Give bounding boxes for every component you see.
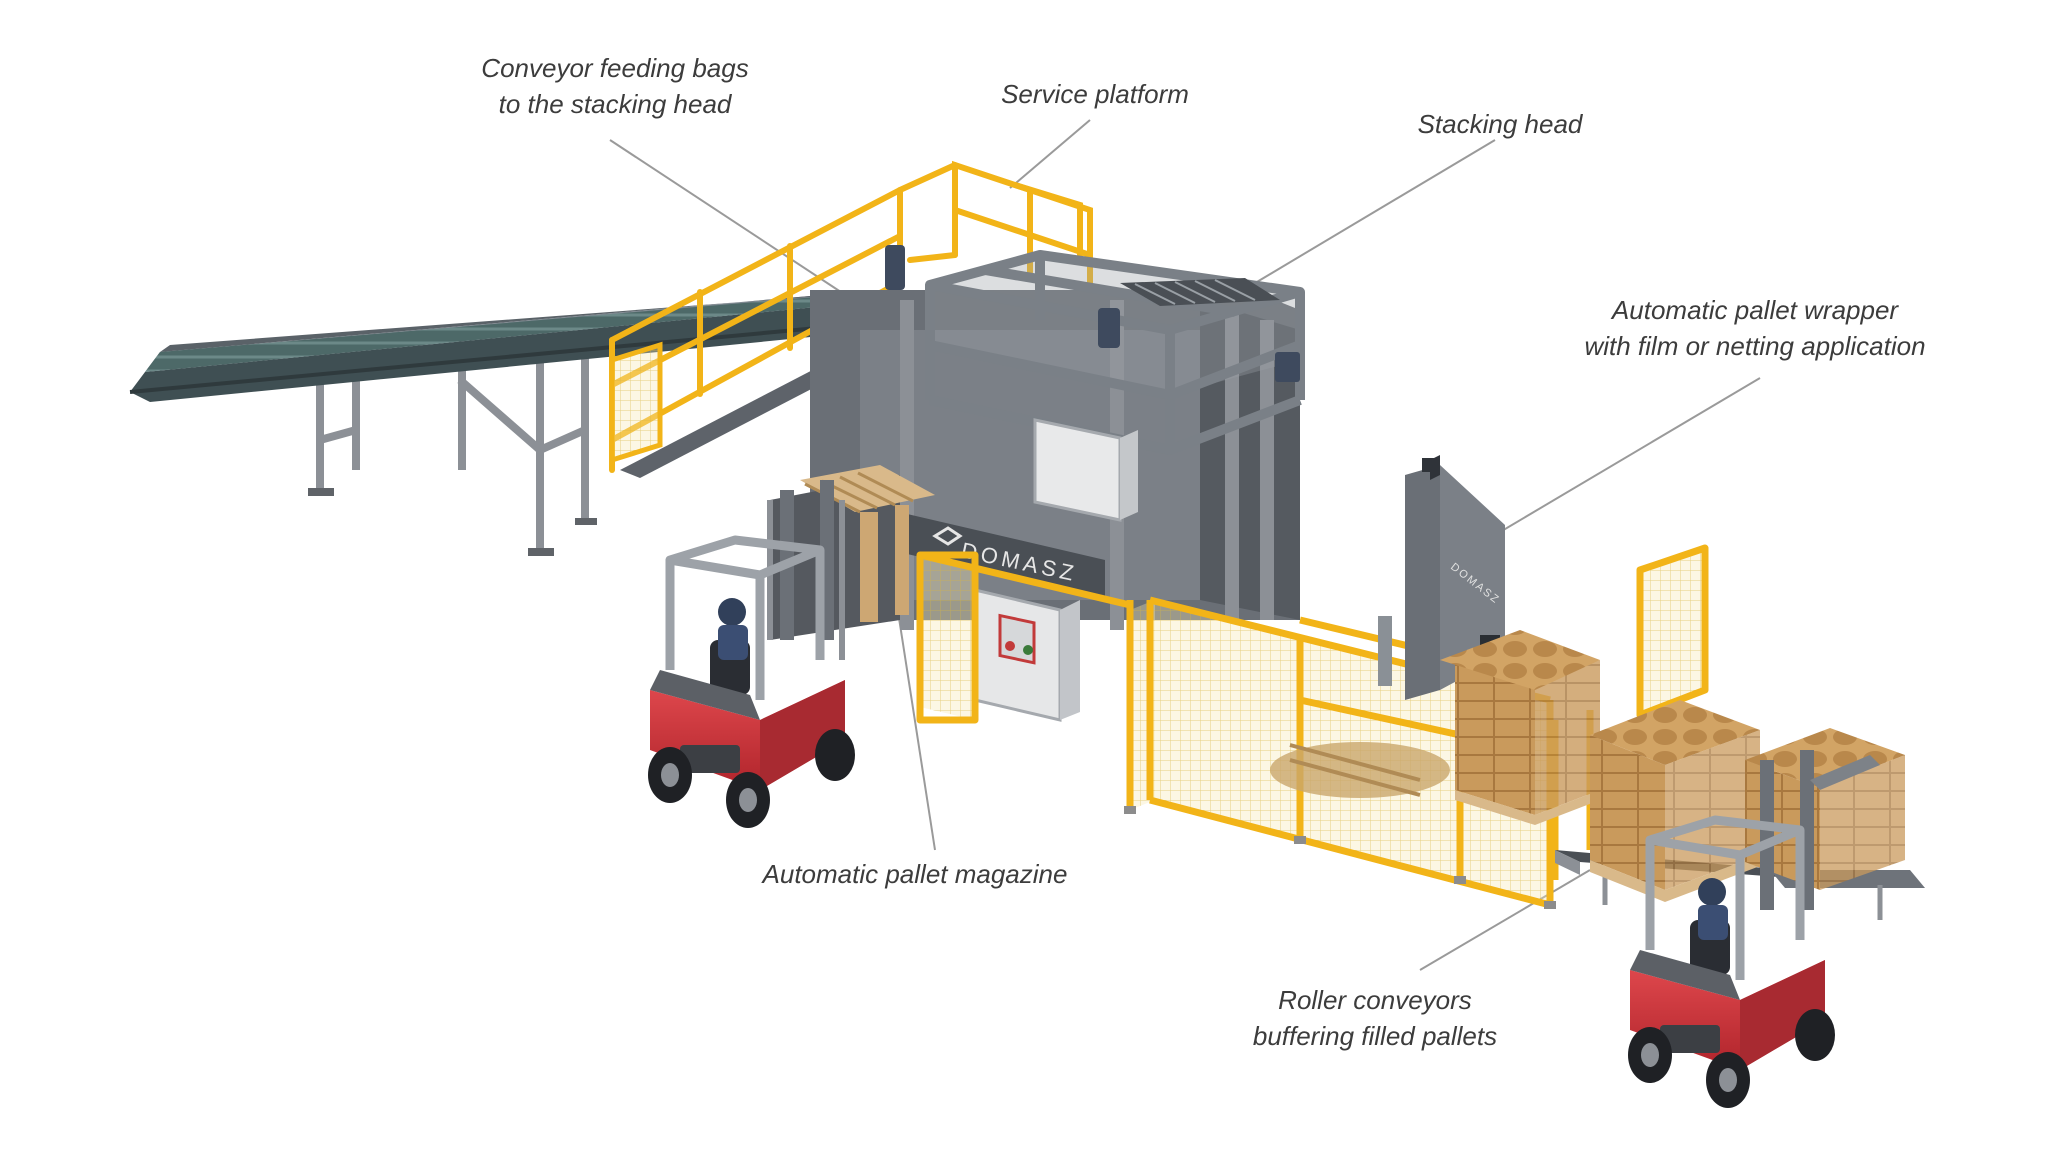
callout-line-conveyor [609,139,851,299]
label-service-platform: Service platform [985,76,1205,112]
control-cabinet-icon [973,588,1080,722]
label-wrapper-line1: Automatic pallet wrapper [1611,295,1899,325]
callout-line-rollers [1419,869,1591,971]
forklift-icon [648,480,855,828]
label-head-line1: Stacking head [1417,109,1583,139]
label-conveyor-line2: to the stacking head [498,89,732,119]
label-conveyor-line1: Conveyor feeding bags [481,53,749,83]
pallet-magazine [767,465,935,660]
label-conveyor: Conveyor feeding bags to the stacking he… [465,50,765,122]
label-wrapper-line2: with film or netting application [1584,331,1926,361]
turntable [1270,742,1450,798]
forklift-icon-2 [1628,750,1880,1108]
palletizer-frame: DOMASZ [810,245,1305,630]
callout-line-platform [1009,119,1091,189]
callout-line-head [1229,139,1496,299]
label-platform-line1: Service platform [1001,79,1189,109]
label-rollers-line1: Roller conveyors [1278,985,1472,1015]
label-pallet-magazine: Automatic pallet magazine [745,856,1085,892]
pallet-stack [800,465,935,622]
pallet-load-1 [1440,630,1600,825]
label-magazine-line1: Automatic pallet magazine [762,859,1068,889]
label-roller-conveyors: Roller conveyors buffering filled pallet… [1225,982,1525,1054]
callout-lines [609,119,1761,971]
pallet-load-2 [1590,700,1760,902]
label-pallet-wrapper: Automatic pallet wrapper with film or ne… [1555,292,1955,364]
callout-line-wrapper [1494,377,1761,536]
label-stacking-head: Stacking head [1400,106,1600,142]
label-rollers-line2: buffering filled pallets [1252,1021,1498,1051]
